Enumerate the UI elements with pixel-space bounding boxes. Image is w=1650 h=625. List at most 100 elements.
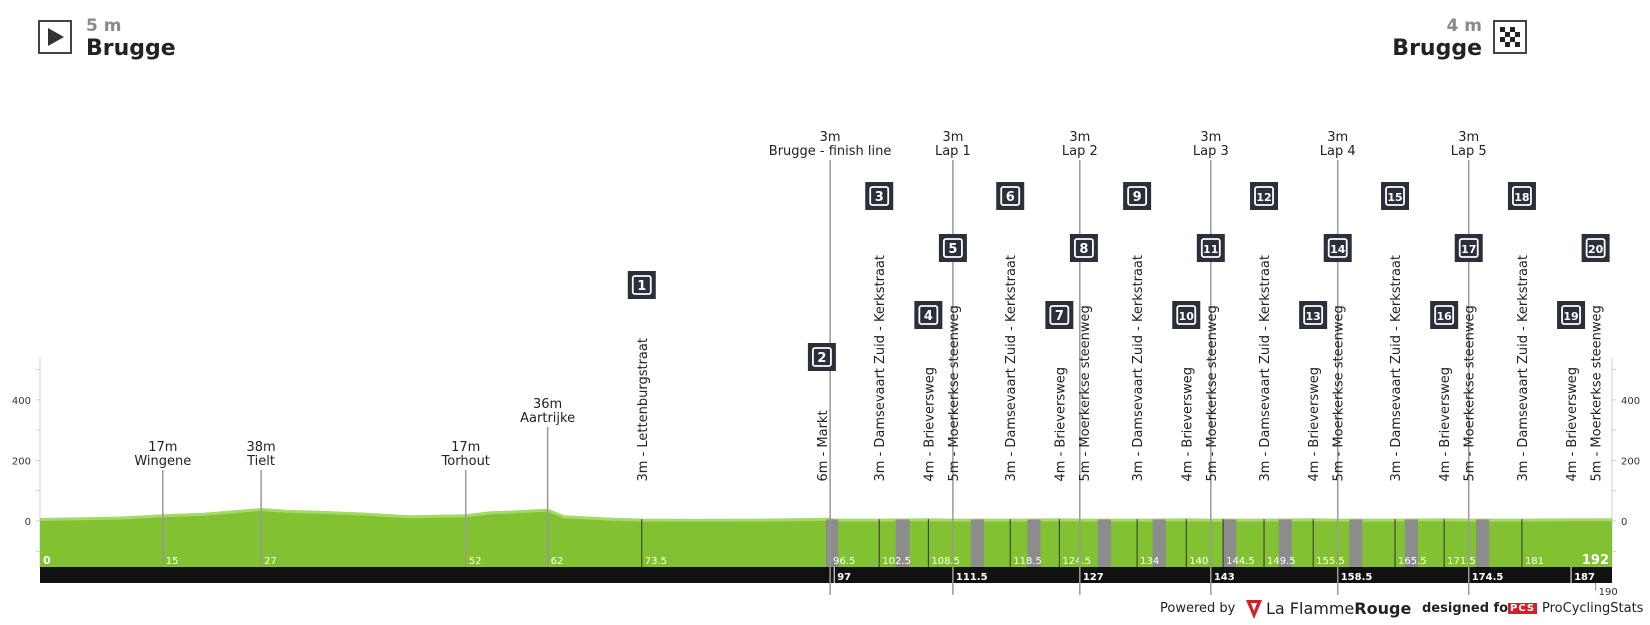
sector-number: 18 <box>1514 191 1529 204</box>
km-tick-label: 102.5 <box>882 556 911 567</box>
sector-badge-frame <box>631 275 652 295</box>
sector-number: 2 <box>817 351 826 366</box>
sector-number: 7 <box>1055 309 1064 324</box>
sector-band <box>1404 519 1418 567</box>
km-tick-label: 118.5 <box>1013 556 1042 567</box>
sector-band <box>1476 519 1490 567</box>
start-city: Brugge <box>86 36 176 61</box>
sector-label: 4m - Brieversweg <box>1438 367 1453 481</box>
sector-badge-frame <box>812 347 832 367</box>
km-tick-label: 158.5 <box>1341 572 1373 583</box>
distance-bar <box>40 567 1612 583</box>
sector-label: 4m - Brieversweg <box>1307 367 1322 481</box>
sector-number: 17 <box>1461 243 1476 256</box>
y-tick-label-left: 400 <box>12 396 31 407</box>
sector-badge-frame <box>1000 186 1021 206</box>
sector-label: 5m - Moerkerkse steenweg <box>1332 305 1347 481</box>
sector-label: 4m - Brieversweg <box>1565 367 1580 481</box>
sector-label: 3m - Damsevaart Zuid - Kerkstraat <box>1389 255 1404 481</box>
sector-badge-frame <box>1127 186 1148 206</box>
place-name: Aartrijke <box>520 411 575 426</box>
y-tick-label-right: 400 <box>1621 396 1640 407</box>
sector-number: 11 <box>1203 243 1218 256</box>
sector-badge-frame <box>1561 305 1581 325</box>
flame-logo-icon <box>1245 598 1263 624</box>
sector-badge-frame <box>1303 305 1324 325</box>
sector-label: 5m - Moerkerkse steenweg <box>947 305 962 481</box>
sector-number: 14 <box>1330 243 1346 256</box>
pcs-logo: PCS <box>1508 603 1538 614</box>
km-tick-label: 190 <box>1599 587 1618 598</box>
sector-band <box>1278 519 1292 567</box>
km-tick-label: 165.5 <box>1398 556 1427 567</box>
sector-label: 5m - Moerkerkse steenweg <box>1078 305 1093 481</box>
place-altitude: 38m <box>246 440 275 455</box>
finish-city: Brugge <box>1392 36 1482 61</box>
sector-band <box>1027 519 1041 567</box>
pcs-name: ProCyclingStats <box>1542 601 1644 616</box>
sector-label: 4m - Brieversweg <box>1180 367 1195 481</box>
sector-band <box>1349 519 1363 567</box>
flammerouge-brand: La FlammeRouge <box>1266 599 1411 618</box>
sector-badge-frame <box>1254 186 1274 206</box>
km-tick-label: 155.5 <box>1316 556 1345 567</box>
sector-badge-frame <box>1074 238 1094 258</box>
sector-label: 3m - Lettenburgstraat <box>636 338 651 481</box>
sector-badge-frame <box>918 305 939 325</box>
place-altitude: 3m <box>820 130 841 145</box>
place-altitude: 17m <box>148 440 177 455</box>
sector-badge-frame <box>1458 238 1479 258</box>
km-tick-label: 149.5 <box>1267 556 1296 567</box>
sector-label: 4m - Brieversweg <box>922 367 937 481</box>
km-tick-label: 15 <box>166 556 179 567</box>
sector-number: 13 <box>1306 310 1321 323</box>
place-altitude: 3m <box>1069 130 1090 145</box>
sector-number: 10 <box>1179 310 1195 323</box>
place-altitude: 3m <box>1200 130 1221 145</box>
start-altitude: 5 m <box>86 16 122 36</box>
place-name: Lap 2 <box>1062 144 1098 159</box>
sector-label: 3m - Damsevaart Zuid - Kerkstraat <box>873 255 888 481</box>
sector-number: 19 <box>1563 310 1578 323</box>
place-altitude: 17m <box>451 440 480 455</box>
km-tick-label: 134 <box>1140 556 1159 567</box>
sector-badge-frame <box>1585 238 1606 258</box>
km-end-label: 192 <box>1582 553 1609 568</box>
sector-number: 8 <box>1079 242 1088 257</box>
km-tick-label: 97 <box>837 572 851 583</box>
finish-flag-icon <box>1493 20 1527 54</box>
place-name: Tielt <box>246 454 275 469</box>
km-start-label: 0 <box>43 554 51 567</box>
km-tick-label: 52 <box>469 556 482 567</box>
sector-label: 5m - Moerkerkse steenweg <box>1463 305 1478 481</box>
km-tick-label: 143 <box>1214 572 1235 583</box>
y-tick-label-left: 200 <box>12 456 31 467</box>
sector-number: 9 <box>1133 190 1142 205</box>
brand-la-flamme: La Flamme <box>1266 599 1355 618</box>
sector-label: 5m - Moerkerkse steenweg <box>1590 305 1605 481</box>
sector-label: 3m - Damsevaart Zuid - Kerkstraat <box>1516 255 1531 481</box>
km-tick-label: 124.5 <box>1062 556 1091 567</box>
km-tick-label: 108.5 <box>931 556 960 567</box>
km-tick-label: 73.5 <box>645 556 667 567</box>
place-altitude: 3m <box>1327 130 1348 145</box>
place-name: Wingene <box>134 454 191 469</box>
sector-band <box>826 519 839 567</box>
sector-label: 4m - Brieversweg <box>1053 367 1068 481</box>
sector-label: 3m - Damsevaart Zuid - Kerkstraat <box>1131 255 1146 481</box>
sector-badge-frame <box>1049 305 1070 325</box>
sector-band <box>1152 519 1166 567</box>
km-tick-label: 111.5 <box>956 572 988 583</box>
brand-rouge: Rouge <box>1354 599 1412 618</box>
y-tick-label-right: 200 <box>1621 456 1640 467</box>
sector-badge-frame <box>1327 238 1348 258</box>
km-tick-label: 140 <box>1189 556 1208 567</box>
sector-number: 16 <box>1437 310 1453 323</box>
place-altitude: 36m <box>533 397 562 412</box>
place-name: Lap 5 <box>1451 144 1487 159</box>
sector-badge-frame <box>1385 186 1405 206</box>
sector-badge-frame <box>869 186 890 206</box>
place-name: Brugge - finish line <box>769 144 892 159</box>
km-tick-label: 174.5 <box>1472 572 1504 583</box>
